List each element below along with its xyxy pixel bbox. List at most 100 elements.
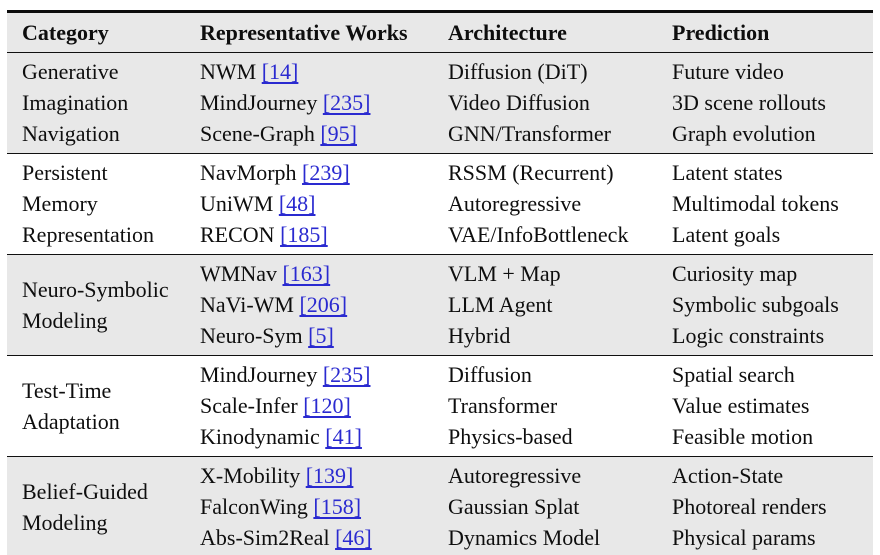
works-cell: WMNav [163] NaVi-WM [206] Neuro-Sym [5] <box>200 255 448 355</box>
prediction-item: Logic constraints <box>672 323 825 348</box>
work-line: NavMorph [239] <box>200 157 444 188</box>
architecture-item: VLM + Map <box>448 261 561 286</box>
work-line: Neuro-Sym [5] <box>200 320 444 351</box>
citation-link[interactable]: [46] <box>335 525 372 550</box>
architecture-item: VAE/InfoBottleneck <box>448 222 629 247</box>
architecture-item: Physics-based <box>448 424 573 449</box>
works-cell: MindJourney [235]Scale-Infer [120]Kinody… <box>200 356 448 456</box>
prediction-item: Physical params <box>672 525 816 550</box>
work-line: RECON [185] <box>200 219 444 250</box>
prediction-item: 3D scene rollouts <box>672 90 826 115</box>
work-name: Abs-Sim2Real <box>200 525 330 550</box>
column-header-representative-works: Representative Works <box>200 20 408 45</box>
work-name: UniWM <box>200 191 274 216</box>
prediction-item: Symbolic subgoals <box>672 292 839 317</box>
architecture-item: Diffusion <box>448 362 532 387</box>
category-line: Modeling <box>22 307 108 333</box>
citation-link[interactable]: [158] <box>313 494 362 519</box>
column-header-architecture: Architecture <box>448 20 567 45</box>
prediction-item: Graph evolution <box>672 121 816 146</box>
category-line: Test-Time <box>22 377 112 403</box>
citation-link[interactable]: [14] <box>261 59 299 84</box>
citation-link[interactable]: [185] <box>280 222 328 247</box>
work-name: FalconWing <box>200 494 308 519</box>
work-name: MindJourney <box>200 362 318 387</box>
citation-link[interactable]: [239] <box>302 160 350 185</box>
category-line: Adaptation <box>22 408 120 434</box>
architecture-item: RSSM (Recurrent) <box>448 160 614 185</box>
column-header-prediction: Prediction <box>672 20 770 45</box>
work-name: Kinodynamic <box>200 424 320 449</box>
architecture-item: Gaussian Splat <box>448 494 580 519</box>
citation-link[interactable]: [48] <box>278 191 316 216</box>
architecture-item: Diffusion (DiT) <box>448 59 588 84</box>
prediction-item: Multimodal tokens <box>672 191 839 216</box>
architecture-item: Hybrid <box>448 323 511 348</box>
work-name: WMNav <box>200 261 277 286</box>
category-line: Navigation <box>22 121 120 146</box>
category-line: Persistent <box>22 160 108 185</box>
column-header-category: Category <box>22 20 109 45</box>
work-name: NavMorph <box>200 160 297 185</box>
architecture-item: Video Diffusion <box>448 90 590 115</box>
work-name: Neuro-Sym <box>200 323 303 348</box>
work-line: X-Mobility [139] <box>200 460 444 491</box>
work-line: Scale-Infer [120] <box>200 390 444 421</box>
architecture-item: LLM Agent <box>448 292 553 317</box>
citation-link[interactable]: [120] <box>303 393 351 418</box>
work-line: NWM [14] <box>200 56 444 87</box>
work-name: NWM <box>200 59 257 84</box>
work-name: X-Mobility <box>200 463 301 488</box>
works-cell: NWM [14]MindJourney [235]Scene-Graph [95… <box>200 53 448 153</box>
work-line: MindJourney [235] <box>200 359 444 390</box>
citation-link[interactable]: [235] <box>322 362 371 387</box>
work-name: NaVi-WM <box>200 292 294 317</box>
table-header-row: Category Representative Works Architectu… <box>7 13 873 52</box>
citation-link[interactable]: [5] <box>308 323 334 348</box>
work-name: RECON <box>200 222 275 247</box>
work-line: UniWM [48] <box>200 188 444 219</box>
citation-link[interactable]: [95] <box>320 121 357 146</box>
category-line: Belief-Guided <box>22 478 148 504</box>
citation-link[interactable]: [206] <box>299 292 348 317</box>
work-line: Kinodynamic [41] <box>200 421 444 452</box>
work-name: Scale-Infer <box>200 393 298 418</box>
prediction-item: Action-State <box>672 463 784 488</box>
category-line: Representation <box>22 222 154 247</box>
category-line: Generative <box>22 59 119 84</box>
works-cell: X-Mobility [139] FalconWing [158] Abs-Sim2… <box>200 457 448 555</box>
architecture-item: Transformer <box>448 393 558 418</box>
citation-link[interactable]: [235] <box>322 90 371 115</box>
prediction-item: Curiosity map <box>672 261 798 286</box>
prediction-item: Photoreal renders <box>672 494 827 519</box>
citation-link[interactable]: [163] <box>282 261 331 286</box>
citation-link[interactable]: [139] <box>305 463 354 488</box>
prediction-item: Latent states <box>672 160 783 185</box>
prediction-item: Feasible motion <box>672 424 814 449</box>
citation-link[interactable]: [41] <box>325 424 362 449</box>
paper-table: Category Representative Works Architectu… <box>7 10 873 555</box>
category-line: Memory <box>22 191 98 216</box>
work-line: MindJourney [235] <box>200 87 444 118</box>
prediction-item: Future video <box>672 59 784 84</box>
